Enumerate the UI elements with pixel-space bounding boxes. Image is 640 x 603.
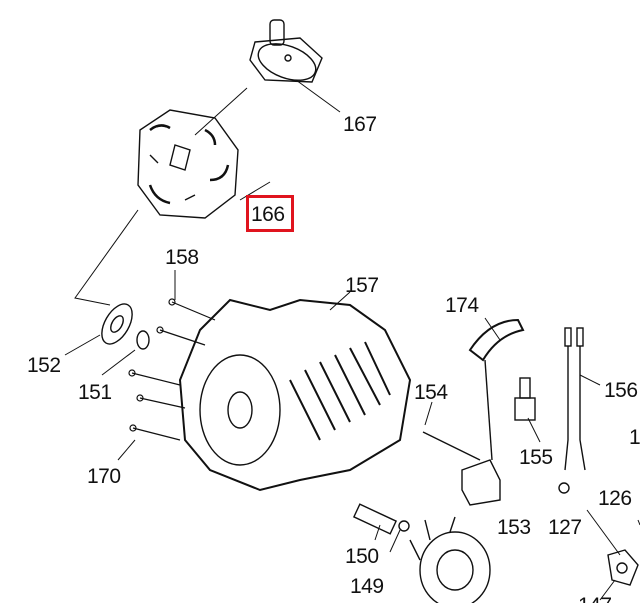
part-158-bolts xyxy=(128,298,216,441)
label-157: 157 xyxy=(345,274,379,297)
flywheel xyxy=(409,516,491,603)
label-156: 156 xyxy=(604,379,638,402)
label-170: 170 xyxy=(87,465,121,488)
highlight-box-166 xyxy=(246,195,294,232)
label-partial-147: 147 xyxy=(578,595,612,603)
part-127-gasket xyxy=(607,549,639,586)
label-151: 151 xyxy=(78,381,112,404)
label-150: 150 xyxy=(345,545,379,568)
label-155: 155 xyxy=(519,446,553,469)
label-126: 126 xyxy=(598,487,632,510)
part-152-washer xyxy=(101,303,133,345)
part-174-coil-bracket xyxy=(461,318,525,506)
label-153: 153 xyxy=(497,516,531,539)
label-127: 127 xyxy=(548,516,582,539)
part-150-pin xyxy=(352,503,398,535)
part-157-housing xyxy=(178,298,412,492)
part-156-wires xyxy=(558,327,586,494)
label-167: 167 xyxy=(343,113,377,136)
label-174: 174 xyxy=(445,294,479,317)
part-167-clutch-drum xyxy=(249,19,323,83)
label-166[interactable]: 166 xyxy=(251,203,285,226)
label-154: 154 xyxy=(414,381,448,404)
part-154-bolt xyxy=(422,431,481,461)
part-166-clutch xyxy=(137,109,239,219)
label-152: 152 xyxy=(27,354,61,377)
label-partial-1: 1 xyxy=(629,426,640,449)
leader-lines xyxy=(64,270,640,601)
label-149: 149 xyxy=(350,575,384,598)
part-151-washer xyxy=(136,330,150,350)
part-149-washer xyxy=(398,520,410,532)
label-158: 158 xyxy=(165,246,199,269)
part-155-spark-plug xyxy=(514,377,536,421)
